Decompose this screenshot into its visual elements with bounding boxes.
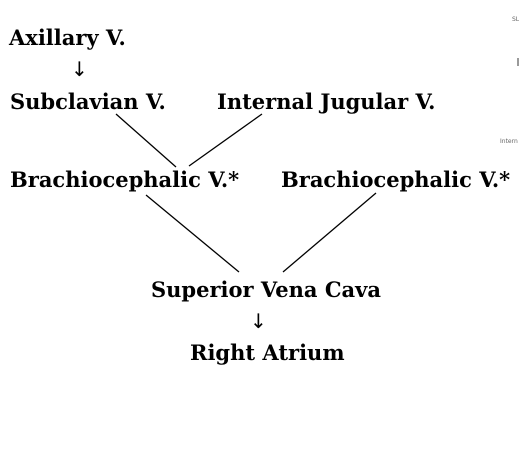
internal-jugular-vein-label: Internal Jugular V. [217, 89, 436, 114]
edge-subclavian-to-brachiocephalic [115, 113, 177, 168]
edge-left-brachiocephalic-to-svc [145, 194, 240, 273]
right-brachiocephalic-vein-label: Brachiocephalic V.* [281, 167, 511, 192]
superior-vena-cava-label: Superior Vena Cava [151, 277, 381, 302]
left-brachiocephalic-vein-label: Brachiocephalic V.* [10, 167, 240, 192]
edge-right-brachiocephalic-to-svc [282, 192, 377, 273]
edge-internal-jugular-to-brachiocephalic [188, 113, 263, 167]
right-atrium-label: Right Atrium [190, 340, 345, 365]
down-arrow-icon: ↓ [71, 57, 88, 81]
cropped-text-bottom: Intern [500, 138, 518, 145]
cropped-mark [517, 58, 519, 66]
cropped-text-top: SL [512, 16, 519, 23]
cropped-side-panel: SL Intern [500, 10, 519, 150]
axillary-vein-label: Axillary V. [9, 25, 126, 50]
down-arrow-icon: ↓ [250, 309, 267, 333]
subclavian-vein-label: Subclavian V. [10, 89, 166, 114]
